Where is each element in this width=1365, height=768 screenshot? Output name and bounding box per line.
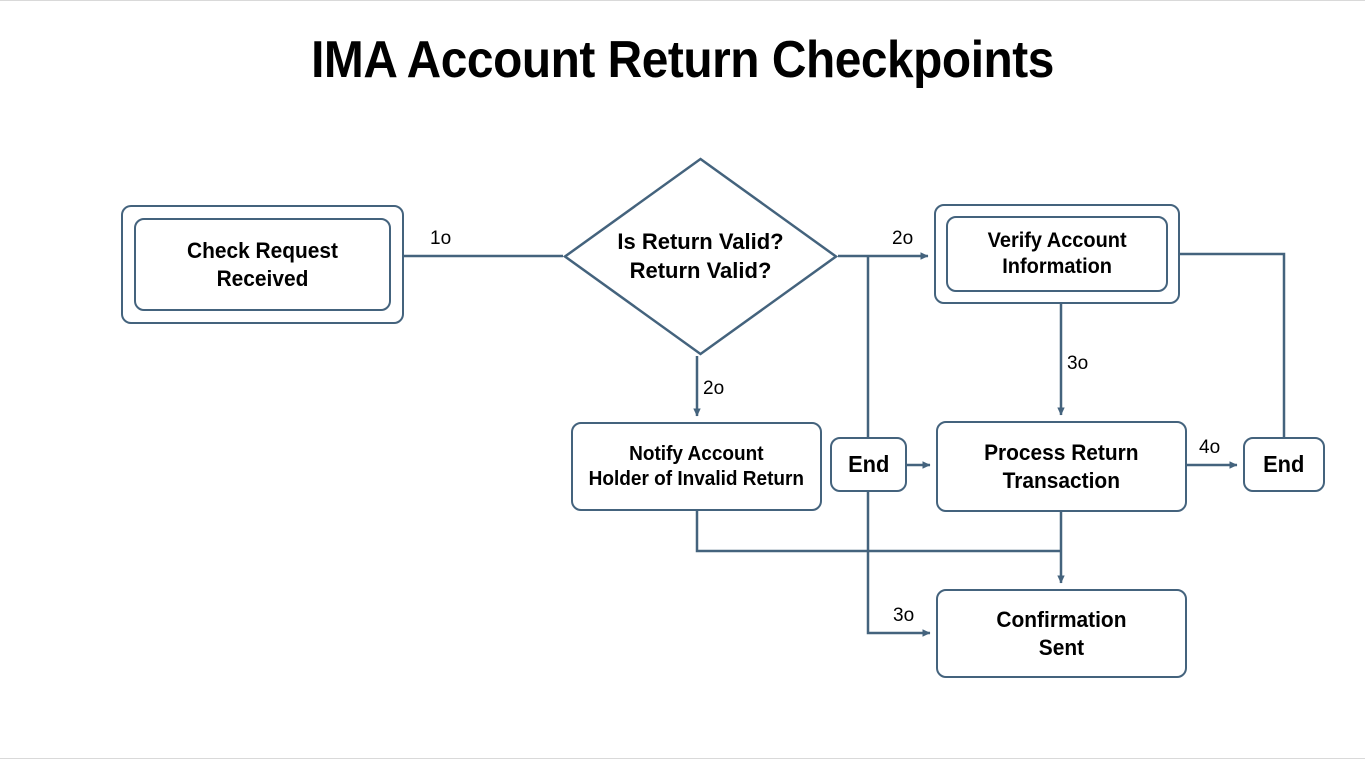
node-check-request-received-outer[interactable]: [121, 205, 404, 324]
node-label: Check Request Received: [186, 238, 338, 291]
connector-verify-to-end-right: [1180, 252, 1286, 437]
edge-label-verify-to-process: 3o: [1067, 353, 1089, 374]
node-is-return-valid[interactable]: Is Return Valid? Return Valid?: [562, 157, 839, 356]
slide-bottom-edge: [0, 758, 1365, 759]
edge-label-decision-to-notify: 2o: [703, 378, 725, 399]
edge-label-check-to-decision: 1o: [430, 228, 452, 249]
edge-label-decision-to-confirmation: 3o: [893, 605, 915, 626]
node-label: End: [847, 451, 890, 478]
connector-notify-to-confirmation: [695, 511, 1061, 553]
node-verify-account-information-outer[interactable]: [934, 204, 1180, 304]
node-end-middle[interactable]: End: [830, 437, 907, 492]
node-label: Verify Account Information: [987, 228, 1127, 278]
page-title: IMA Account Return Checkpoints: [311, 31, 1054, 89]
edge-label-decision-to-verify: 2o: [892, 228, 914, 249]
node-label: End: [1263, 451, 1305, 478]
edge-label-process-to-end-right: 4o: [1199, 437, 1221, 458]
node-label: Is Return Valid? Return Valid?: [617, 228, 784, 283]
node-verify-account-information[interactable]: Verify Account Information: [946, 216, 1168, 292]
connector-decision-to-confirmation: [866, 256, 931, 637]
node-process-return-transaction[interactable]: Process Return Transaction: [936, 421, 1187, 512]
diamond-shape: [562, 157, 839, 356]
node-check-request-received[interactable]: Check Request Received: [134, 218, 391, 311]
node-notify-account-holder[interactable]: Notify Account Holder of Invalid Return: [571, 422, 822, 511]
node-confirmation-sent[interactable]: Confirmation Sent: [936, 589, 1187, 678]
node-label: Notify Account Holder of Invalid Return: [588, 442, 805, 490]
node-label: Confirmation Sent: [996, 607, 1127, 660]
node-label: Process Return Transaction: [984, 440, 1139, 493]
slide-top-edge: [0, 0, 1365, 1]
node-end-right[interactable]: End: [1243, 437, 1325, 492]
